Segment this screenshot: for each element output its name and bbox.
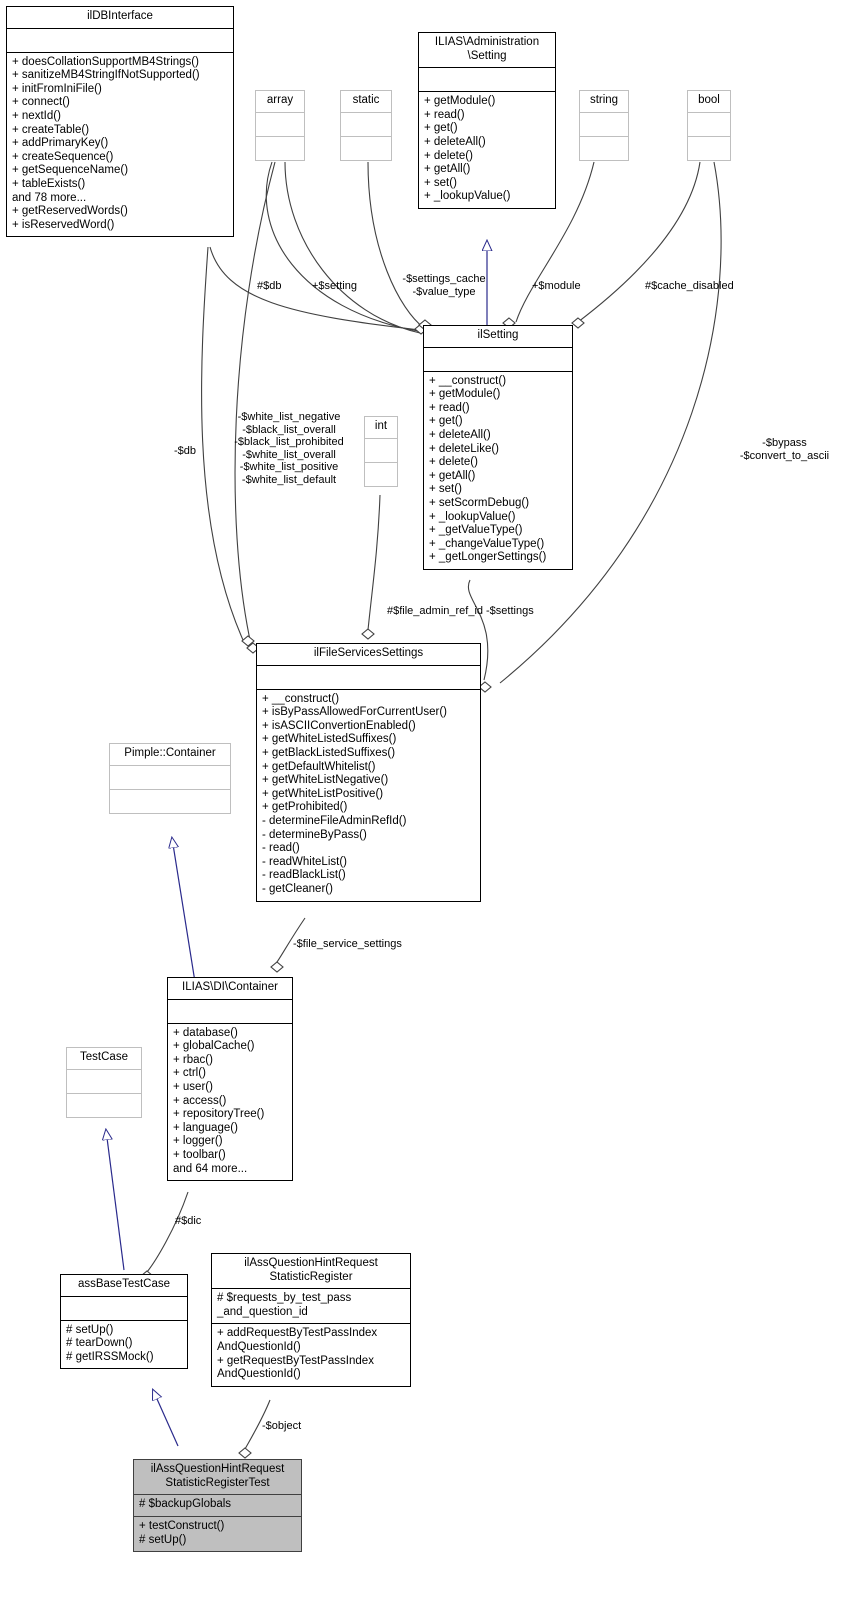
class-title: int <box>365 417 397 439</box>
class-node-string[interactable]: string <box>579 90 629 161</box>
class-title: ilAssQuestionHintRequest StatisticRegist… <box>212 1254 410 1290</box>
class-attributes <box>424 348 572 372</box>
class-operations <box>256 137 304 160</box>
class-operations <box>110 790 230 813</box>
edge-label-white-black-lists: -$white_list_negative -$black_list_overa… <box>234 411 344 486</box>
class-node-ilias-di-container[interactable]: ILIAS\DI\Container + database() + global… <box>167 977 293 1182</box>
class-node-ilassquestionhintrequeststatisticregister[interactable]: ilAssQuestionHintRequest StatisticRegist… <box>211 1253 411 1387</box>
class-node-bool[interactable]: bool <box>687 90 731 161</box>
class-title: assBaseTestCase <box>61 1275 187 1297</box>
edge-label-db-hash: #$db <box>257 280 282 292</box>
class-attributes <box>256 113 304 137</box>
class-title: ILIAS\Administration \Setting <box>419 33 555 69</box>
class-attributes <box>257 666 480 690</box>
class-attributes <box>61 1297 187 1321</box>
class-operations <box>365 463 397 486</box>
edge-label-setting: +$setting <box>312 280 357 292</box>
class-attributes <box>110 766 230 790</box>
class-operations: # setUp() # tearDown() # getIRSSMock() <box>66 1323 154 1363</box>
edge-label-object: -$object <box>262 1420 302 1432</box>
class-attributes <box>419 68 555 93</box>
class-operations: + addRequestByTestPassIndex AndQuestionI… <box>217 1327 378 1381</box>
class-operations: + doesCollationSupportMB4Strings() + san… <box>12 55 200 231</box>
class-attributes <box>365 439 397 463</box>
edge-label-dic: #$dic <box>175 1215 202 1227</box>
class-title: ilAssQuestionHintRequest StatisticRegist… <box>134 1460 301 1496</box>
class-node-static[interactable]: static <box>340 90 392 161</box>
class-title: ilSetting <box>424 326 572 348</box>
class-title: TestCase <box>67 1048 141 1070</box>
class-attributes <box>7 29 233 53</box>
class-attributes <box>168 1000 292 1024</box>
class-operations <box>688 137 730 160</box>
class-node-ildbinterface[interactable]: ilDBInterface + doesCollationSupportMB4S… <box>6 6 234 238</box>
class-attributes: # $backupGlobals <box>134 1495 301 1518</box>
class-operations: + database() + globalCache() + rbac() + … <box>173 1026 265 1175</box>
class-attributes: # $requests_by_test_pass _and_question_i… <box>212 1289 410 1325</box>
class-title: ilFileServicesSettings <box>257 644 480 666</box>
class-operations <box>580 137 628 160</box>
class-title: array <box>256 91 304 113</box>
class-title: string <box>580 91 628 113</box>
class-operations: + testConstruct() # setUp() <box>139 1520 225 1546</box>
class-operations: + getModule() + read() + get() + deleteA… <box>424 95 511 203</box>
class-attributes <box>67 1070 141 1094</box>
class-attributes <box>688 113 730 137</box>
class-title: ILIAS\DI\Container <box>168 978 292 1000</box>
class-title: Pimple::Container <box>110 744 230 766</box>
class-operations <box>341 137 391 160</box>
class-node-array[interactable]: array <box>255 90 305 161</box>
class-operations: + __construct() + getModule() + read() +… <box>429 374 547 564</box>
class-operations <box>67 1094 141 1117</box>
class-node-ilias-administration-setting[interactable]: ILIAS\Administration \Setting + getModul… <box>418 32 556 209</box>
edge-label-module: +$module <box>532 280 581 292</box>
class-node-assbasetestcase[interactable]: assBaseTestCase # setUp() # tearDown() #… <box>60 1274 188 1370</box>
edge-label-file-admin-ref-id: #$file_admin_ref_id <box>387 605 484 617</box>
class-attributes <box>580 113 628 137</box>
class-node-ilfileservicessettings[interactable]: ilFileServicesSettings + __construct() +… <box>256 643 481 902</box>
class-node-pimple-container[interactable]: Pimple::Container <box>109 743 231 814</box>
class-node-ilassquestionhintrequeststatisticregistertest[interactable]: ilAssQuestionHintRequest StatisticRegist… <box>133 1459 302 1553</box>
class-attributes <box>341 113 391 137</box>
edge-label-settings: -$settings <box>486 605 534 617</box>
class-node-ilsetting[interactable]: ilSetting + __construct() + getModule() … <box>423 325 573 570</box>
edge-label-settings-cache: -$settings_cache -$value_type <box>402 273 486 298</box>
class-node-testcase[interactable]: TestCase <box>66 1047 142 1118</box>
class-operations: + __construct() + isByPassAllowedForCurr… <box>262 692 448 895</box>
class-title: bool <box>688 91 730 113</box>
edge-label-cache-disabled: #$cache_disabled <box>645 280 734 292</box>
class-node-int[interactable]: int <box>364 416 398 487</box>
edge-label-db-dash: -$db <box>174 445 197 457</box>
edge-label-bypass-convert: -$bypass -$convert_to_ascii <box>739 437 830 462</box>
edge-label-file-service-settings: -$file_service_settings <box>293 938 402 950</box>
class-title: static <box>341 91 391 113</box>
class-title: ilDBInterface <box>7 7 233 29</box>
